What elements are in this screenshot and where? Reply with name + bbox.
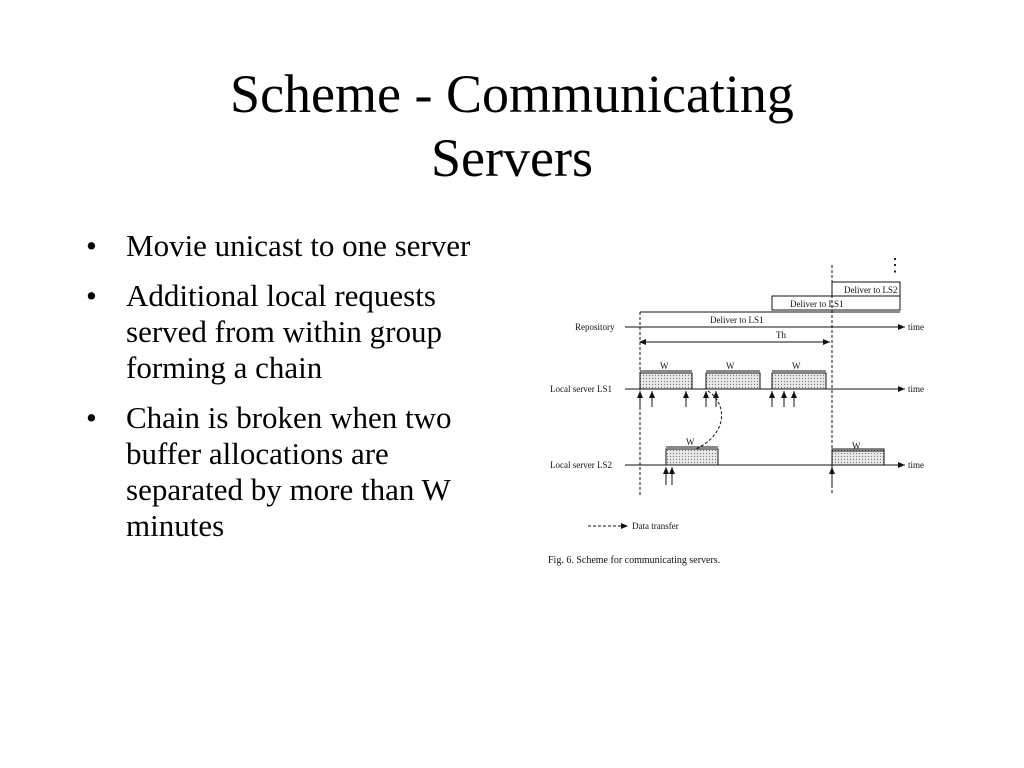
delivery-bar-ls1-second <box>771 295 901 311</box>
th-label: Th <box>776 330 786 340</box>
ls1-buffer-2-label: W <box>726 361 735 371</box>
slide-title: Scheme - Communicating Servers <box>0 62 1024 190</box>
ls1-label: Local server LS1 <box>550 384 612 394</box>
ls2-buffer-1-label: W <box>686 437 695 447</box>
repository-label: Repository <box>575 322 615 332</box>
ls1-buffer-2 <box>705 372 761 390</box>
ls2-buffer-2-label: W <box>852 441 861 451</box>
bullet-marker: • <box>86 228 97 263</box>
bullet-text: Movie unicast to one server <box>126 228 471 263</box>
communicating-servers-diagram: ⋮ Deliver to LS2 Deliver to LS1 Deliver … <box>548 255 924 566</box>
bullet-text: Chain is broken when two buffer allocati… <box>126 400 452 543</box>
delivery-label-ls1-first: Deliver to LS1 <box>710 315 764 325</box>
bullet-item: • Additional local requests served from … <box>86 278 486 386</box>
bullet-text: Additional local requests served from wi… <box>126 278 442 385</box>
ls1-buffer-1 <box>639 372 693 390</box>
time-label-repository: time <box>908 322 924 332</box>
delivery-label-ls1-second: Deliver to LS1 <box>790 299 844 309</box>
continuation-dots: ⋮ <box>886 255 904 275</box>
ls2-label: Local server LS2 <box>550 460 612 470</box>
time-label-ls1: time <box>908 384 924 394</box>
bullet-item: • Chain is broken when two buffer alloca… <box>86 400 486 544</box>
bullet-marker: • <box>86 278 97 313</box>
title-line-2: Servers <box>431 128 593 188</box>
delivery-label-ls2: Deliver to LS2 <box>844 285 898 295</box>
ls1-buffer-1-label: W <box>660 361 669 371</box>
time-label-ls2: time <box>908 460 924 470</box>
title-line-1: Scheme - Communicating <box>230 64 794 124</box>
bullet-item: • Movie unicast to one server <box>86 228 486 264</box>
ls2-buffer-2 <box>831 448 885 466</box>
ls1-buffer-3-label: W <box>792 361 801 371</box>
ls1-buffer-3 <box>771 372 827 390</box>
bullet-marker: • <box>86 400 97 435</box>
figure-caption: Fig. 6. Scheme for communicating servers… <box>548 555 720 566</box>
bullet-list: • Movie unicast to one server • Addition… <box>86 228 486 558</box>
ls2-buffer-1 <box>665 448 719 466</box>
legend-label: Data transfer <box>632 521 679 531</box>
